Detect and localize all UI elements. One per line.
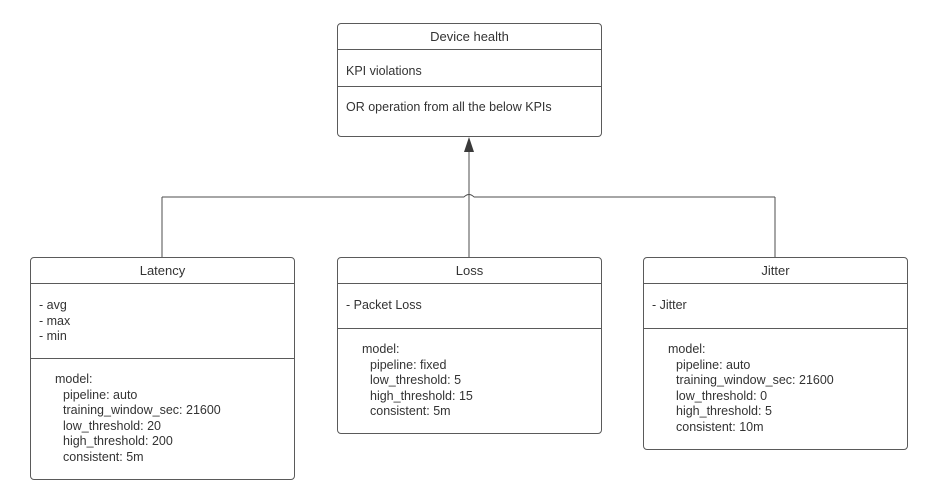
- device-health-operations: OR operation from all the below KPIs: [338, 87, 601, 116]
- loss-model-param: low_threshold: 5: [370, 373, 462, 388]
- inheritance-arrowhead: [464, 137, 474, 152]
- latency-model-param: training_window_sec: 21600: [63, 403, 221, 418]
- loss-title: Loss: [338, 258, 601, 284]
- latency-model-heading: model:: [55, 372, 93, 386]
- jitter-metric: - Jitter: [652, 298, 687, 312]
- jitter-title: Jitter: [644, 258, 907, 284]
- loss-model-param: high_threshold: 15: [370, 388, 473, 403]
- jitter-model-param: training_window_sec: 21600: [676, 373, 834, 388]
- loss-metrics: - Packet Loss: [338, 284, 601, 329]
- latency-model-param: pipeline: auto: [63, 387, 138, 402]
- device-health-attributes: KPI violations: [338, 50, 601, 87]
- loss-model-heading: model:: [362, 342, 400, 356]
- latency-model-param: low_threshold: 20: [63, 418, 161, 433]
- jitter-box: Jitter - Jitter model: pipeline: auto tr…: [643, 257, 908, 450]
- loss-model: model: pipeline: fixed low_threshold: 5 …: [338, 329, 601, 420]
- latency-metric: - max: [39, 313, 71, 328]
- jitter-model-param: consistent: 10m: [676, 419, 764, 434]
- loss-model-param: pipeline: fixed: [370, 357, 447, 372]
- jitter-model-param: low_threshold: 0: [676, 388, 768, 403]
- jitter-model: model: pipeline: auto training_window_se…: [644, 329, 907, 436]
- latency-title: Latency: [31, 258, 294, 284]
- latency-model: model: pipeline: auto training_window_se…: [31, 359, 294, 466]
- loss-metric: - Packet Loss: [346, 298, 422, 312]
- device-health-box: Device health KPI violations OR operatio…: [337, 23, 602, 137]
- loss-box: Loss - Packet Loss model: pipeline: fixe…: [337, 257, 602, 434]
- kpi-violations-label: KPI violations: [346, 64, 422, 78]
- jitter-metrics: - Jitter: [644, 284, 907, 329]
- latency-metric: - avg: [39, 298, 67, 312]
- loss-model-param: consistent: 5m: [370, 404, 451, 419]
- jitter-model-param: pipeline: auto: [676, 357, 751, 372]
- latency-metric: - min: [39, 329, 67, 344]
- jitter-model-heading: model:: [668, 342, 706, 356]
- device-health-title: Device health: [338, 24, 601, 50]
- latency-model-param: consistent: 5m: [63, 449, 144, 464]
- latency-box: Latency - avg - max - min model: pipelin…: [30, 257, 295, 480]
- or-operation-label: OR operation from all the below KPIs: [346, 100, 552, 114]
- jitter-model-param: high_threshold: 5: [676, 404, 772, 419]
- latency-model-param: high_threshold: 200: [63, 434, 173, 449]
- latency-metrics: - avg - max - min: [31, 284, 294, 359]
